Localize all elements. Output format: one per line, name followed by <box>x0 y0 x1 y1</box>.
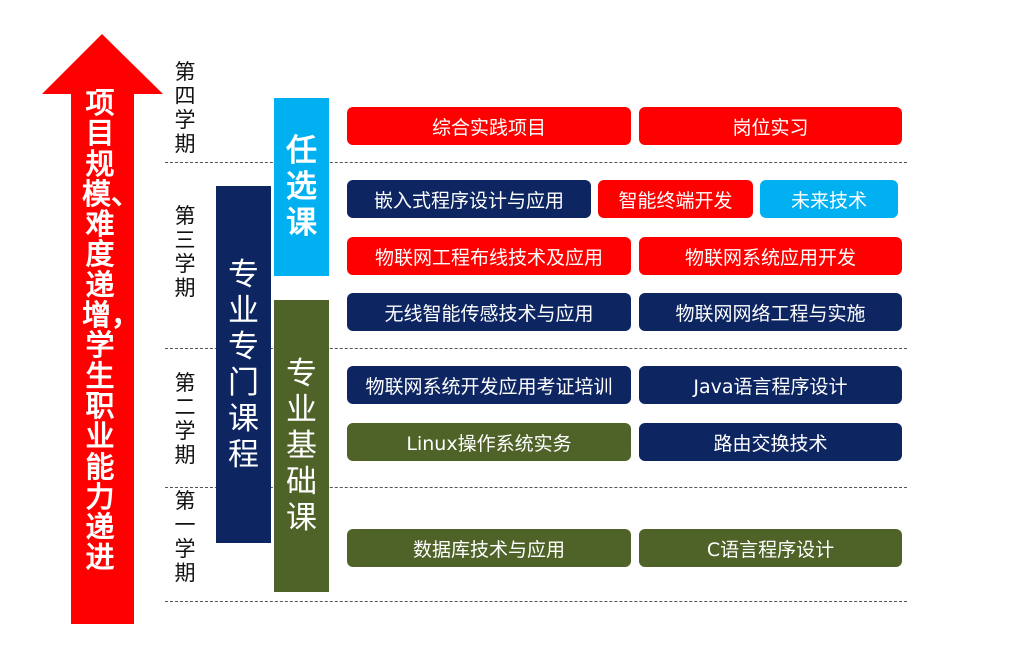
course-pill: 物联网系统开发应用考证培训 <box>347 366 631 404</box>
semester-label-1: 第一学期 <box>174 489 196 585</box>
category-major-basic: 专业基础课 <box>274 300 329 592</box>
category-major-basic-label: 专业基础课 <box>286 356 317 536</box>
semester-label-4: 第四学期 <box>174 60 196 156</box>
course-pill: 未来技术 <box>760 180 898 218</box>
course-pill: Linux操作系统实务 <box>347 423 631 461</box>
semester-label-3: 第三学期 <box>174 204 196 300</box>
arrow-label: 项目规模、难度递增，学生职业能力递进 <box>82 86 141 575</box>
category-major-special-label: 专业专门课程 <box>228 256 259 473</box>
arrow-shape <box>42 34 163 624</box>
course-pill: C语言程序设计 <box>639 529 902 567</box>
course-pill: 无线智能传感技术与应用 <box>347 293 631 331</box>
course-pill: 物联网工程布线技术及应用 <box>347 237 631 275</box>
progression-arrow <box>42 34 163 624</box>
divider <box>165 162 907 163</box>
divider <box>165 487 907 488</box>
semester-label-2: 第二学期 <box>174 371 196 467</box>
course-pill: 综合实践项目 <box>347 107 631 145</box>
course-pill: 路由交换技术 <box>639 423 902 461</box>
course-pill: Java语言程序设计 <box>639 366 902 404</box>
category-elective-label: 任选课 <box>286 133 317 241</box>
divider <box>165 601 907 602</box>
divider <box>165 348 907 349</box>
course-pill: 岗位实习 <box>639 107 902 145</box>
course-pill: 智能终端开发 <box>598 180 753 218</box>
course-pill: 嵌入式程序设计与应用 <box>347 180 591 218</box>
course-pill: 物联网网络工程与实施 <box>639 293 902 331</box>
category-elective: 任选课 <box>274 98 329 276</box>
course-pill: 数据库技术与应用 <box>347 529 631 567</box>
course-pill: 物联网系统应用开发 <box>639 237 902 275</box>
category-major-special: 专业专门课程 <box>216 186 271 543</box>
